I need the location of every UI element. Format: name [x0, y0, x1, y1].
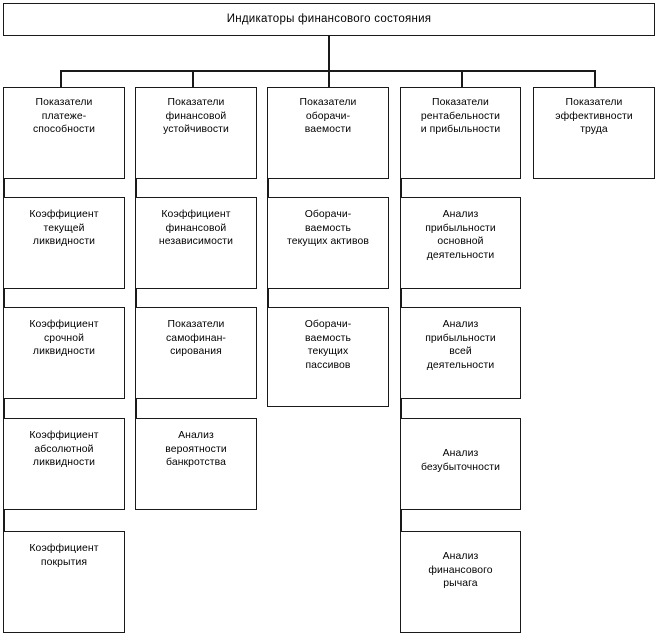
distribution-bus-line	[60, 70, 596, 72]
column-header-solvency: Показатели платеже- способности	[3, 87, 125, 179]
leaf-node-label: Анализ вероятности банкротства	[165, 430, 227, 469]
column-header-financial-stability: Показатели финансовой устойчивости	[135, 87, 257, 179]
root-stem-line	[328, 36, 330, 71]
leaf-node-label: Анализ безубыточности	[420, 448, 501, 473]
leaf-node-label: Показатели самофинан- сирования	[166, 319, 226, 358]
root-node-label: Индикаторы финансового состояния	[226, 12, 432, 25]
column-header-label: Показатели оборачи- ваемости	[299, 97, 357, 136]
leaf-node-label: Коэффициент покрытия	[29, 543, 99, 568]
leaf-node: Коэффициент финансовой независимости	[135, 197, 257, 289]
leaf-node-label: Анализ прибыльности основной деятельност…	[425, 209, 496, 262]
column-header-turnover: Показатели оборачи- ваемости	[267, 87, 389, 179]
drop-stem-col-4	[461, 70, 463, 88]
leaf-node-label: Коэффициент финансовой независимости	[158, 209, 234, 248]
leaf-node-label: Анализ финансового рычага	[428, 551, 493, 590]
leaf-node: Анализ прибыльности всей деятельности	[400, 307, 521, 399]
leaf-node: Коэффициент покрытия	[3, 531, 125, 633]
root-node: Индикаторы финансового состояния	[3, 3, 655, 36]
drop-stem-col-1	[60, 70, 62, 88]
column-spine-2	[135, 179, 137, 421]
leaf-node: Оборачи- ваемость текущих пассивов	[267, 307, 389, 407]
drop-stem-col-3	[328, 70, 330, 88]
leaf-node: Коэффициент срочной ликвидности	[3, 307, 125, 399]
leaf-node-label: Коэффициент абсолютной ликвидности	[29, 430, 99, 469]
column-header-profitability: Показатели рентабельности и прибыльности	[400, 87, 521, 179]
leaf-node: Оборачи- ваемость текущих активов	[267, 197, 389, 289]
leaf-node: Коэффициент абсолютной ликвидности	[3, 418, 125, 510]
column-header-label: Показатели эффективности труда	[555, 97, 633, 136]
leaf-node-label: Оборачи- ваемость текущих пассивов	[304, 319, 352, 372]
leaf-node: Анализ финансового рычага	[400, 531, 521, 633]
leaf-node: Анализ безубыточности	[400, 418, 521, 510]
leaf-node-label: Анализ прибыльности всей деятельности	[425, 319, 496, 372]
drop-stem-col-2	[192, 70, 194, 88]
leaf-node: Показатели самофинан- сирования	[135, 307, 257, 399]
column-header-label: Показатели финансовой устойчивости	[163, 97, 229, 136]
column-header-label: Показатели рентабельности и прибыльности	[420, 97, 501, 136]
leaf-node: Анализ прибыльности основной деятельност…	[400, 197, 521, 289]
leaf-node: Коэффициент текущей ликвидности	[3, 197, 125, 289]
column-header-label: Показатели платеже- способности	[32, 97, 96, 136]
column-header-labor-efficiency: Показатели эффективности труда	[533, 87, 655, 179]
leaf-node-label: Оборачи- ваемость текущих активов	[287, 209, 369, 248]
drop-stem-col-5	[594, 70, 596, 88]
leaf-node-label: Коэффициент текущей ликвидности	[29, 209, 99, 248]
leaf-node-label: Коэффициент срочной ликвидности	[29, 319, 99, 358]
leaf-node: Анализ вероятности банкротства	[135, 418, 257, 510]
